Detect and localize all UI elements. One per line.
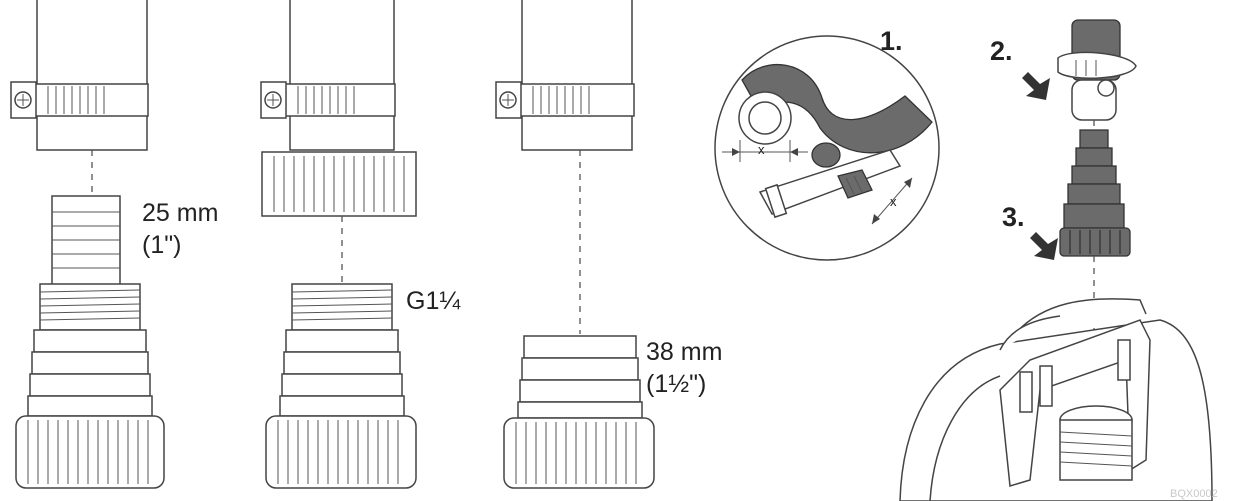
- step-label-3: 3.: [1002, 202, 1025, 232]
- coupling-nut-3: [503, 417, 655, 489]
- step-label-2: 2.: [990, 36, 1013, 66]
- dim-x-arrow-1: [722, 140, 808, 162]
- hose-clamp-4: [1057, 51, 1137, 97]
- cutting-knife: [758, 149, 902, 219]
- hose-clamp-3: [495, 81, 635, 119]
- hose-clamp-1: [10, 81, 149, 119]
- coupling-nut-2: [265, 415, 417, 489]
- size-label-25mm: 25 mm: [142, 199, 219, 227]
- dim-label-x-2: x: [890, 194, 897, 209]
- stepped-cone-1: [27, 329, 153, 417]
- threaded-body-1: [39, 283, 141, 331]
- hose-tail-25mm: [51, 195, 121, 287]
- size-label-g1-quarter: G1¼: [406, 287, 461, 315]
- adapter-tip: [811, 142, 873, 199]
- arrow-step-3: [1030, 232, 1058, 260]
- size-label-1-inch: (1"): [142, 231, 182, 259]
- stepped-cone-3: [517, 335, 643, 419]
- hose-bend: [741, 64, 933, 154]
- dim-label-x-1: x: [758, 142, 765, 157]
- threaded-sleeve-2: [261, 151, 417, 217]
- figure-code: BQX0002: [1170, 488, 1218, 500]
- arrow-step-2: [1022, 72, 1050, 100]
- size-label-1-half-inch: (1½"): [646, 370, 707, 398]
- hose-clamp-2: [260, 81, 396, 119]
- assembly-25mm: [10, 0, 165, 489]
- pump-housing: [899, 298, 1213, 501]
- assembly-38mm: [495, 0, 655, 489]
- coupling-nut-1: [15, 415, 165, 489]
- dim-x-arrow-2: [871, 177, 913, 225]
- hose-2: [289, 0, 395, 151]
- threaded-body-2: [291, 283, 393, 331]
- size-label-38mm: 38 mm: [646, 338, 723, 366]
- stepped-cone-2: [279, 329, 405, 417]
- assembly-g1-quarter: [260, 0, 417, 489]
- detail-circle-step-1: [714, 35, 940, 261]
- hose-1: [36, 0, 148, 151]
- pump-connection-steps: [899, 19, 1213, 501]
- step-label-1: 1.: [880, 26, 903, 56]
- tapered-adapter: [1059, 129, 1131, 257]
- hose-3: [521, 0, 633, 151]
- pump-outlet: [1059, 405, 1133, 481]
